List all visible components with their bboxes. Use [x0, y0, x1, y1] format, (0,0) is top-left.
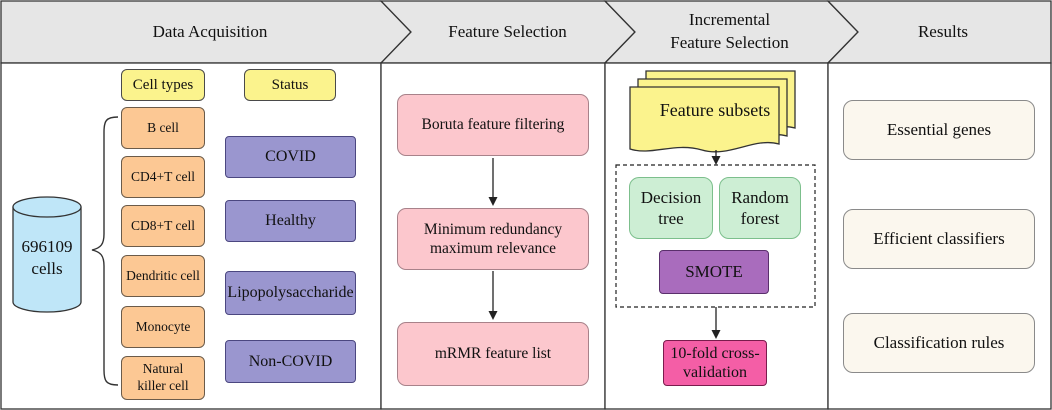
- header-results-label: Results: [917, 21, 969, 41]
- header-data-acquisition-label: Data Acquisition: [152, 21, 268, 41]
- header-ifs-line2: Feature Selection: [670, 33, 789, 52]
- mrmr-line1: Minimum redundancy: [423, 220, 563, 238]
- result-classification-rules: Classification rules: [843, 313, 1035, 373]
- result-efficient-classifiers: Efficient classifiers: [843, 209, 1035, 269]
- cell-type-monocyte: Monocyte: [121, 306, 205, 348]
- decision-tree-line2: tree: [658, 209, 684, 228]
- cell-type-dendritic-cell: Dendritic cell: [121, 255, 205, 297]
- feature-subsets-label: Feature subsets: [659, 99, 771, 120]
- cell-types-title: Cell types: [121, 69, 205, 101]
- model-group-dashed: [615, 164, 816, 308]
- cell-types-brace: [91, 116, 119, 386]
- header-results: Results: [843, 1, 1043, 63]
- natural-killer-line1: Natural: [142, 361, 184, 377]
- cross-validation-line1: 10-fold cross-: [670, 344, 760, 362]
- status-lipopolysaccharide: Lipopolysaccharide: [225, 271, 356, 315]
- cylinder-count: 696109: [21, 237, 73, 256]
- header-feature-selection-label: Feature Selection: [448, 21, 567, 41]
- mrmr-line2: maximum relevance: [429, 240, 557, 257]
- decision-tree-box: Decision tree: [629, 177, 713, 239]
- status-title: Status: [244, 69, 336, 101]
- boruta-filtering: Boruta feature filtering: [397, 94, 589, 156]
- mrmr-method: Minimum redundancy maximum relevance: [397, 208, 589, 270]
- header-ifs-line1: Incremental: [688, 10, 771, 30]
- cell-type-cd8-t-cell: CD8+T cell: [121, 205, 205, 247]
- decision-tree-line1: Decision: [640, 187, 702, 207]
- cell-type-natural-killer-cell: Natural killer cell: [121, 356, 205, 400]
- random-forest-box: Random forest: [719, 177, 801, 239]
- cells-cylinder: [12, 196, 82, 313]
- header-ifs: Incremental Feature Selection: [617, 1, 842, 63]
- random-forest-line2: forest: [740, 209, 780, 228]
- cell-type-cd4-t-cell: CD4+T cell: [121, 156, 205, 198]
- result-essential-genes: Essential genes: [843, 100, 1035, 160]
- cross-validation-line2: validation: [683, 364, 747, 381]
- cylinder-label: 696109 cells: [13, 236, 81, 280]
- status-non-covid: Non-COVID: [225, 340, 356, 383]
- smote-box: SMOTE: [659, 250, 769, 294]
- cross-validation-box: 10-fold cross- validation: [663, 340, 767, 386]
- cell-type-b-cell: B cell: [121, 107, 205, 149]
- status-healthy: Healthy: [225, 200, 356, 242]
- header-data-acquisition: Data Acquisition: [20, 1, 400, 63]
- natural-killer-line2: killer cell: [137, 378, 189, 393]
- header-feature-selection: Feature Selection: [395, 1, 620, 63]
- feature-subsets-document: [629, 70, 796, 153]
- random-forest-line1: Random: [731, 187, 789, 207]
- cylinder-unit: cells: [31, 259, 63, 279]
- mrmr-feature-list: mRMR feature list: [397, 322, 589, 386]
- status-covid: COVID: [225, 136, 356, 178]
